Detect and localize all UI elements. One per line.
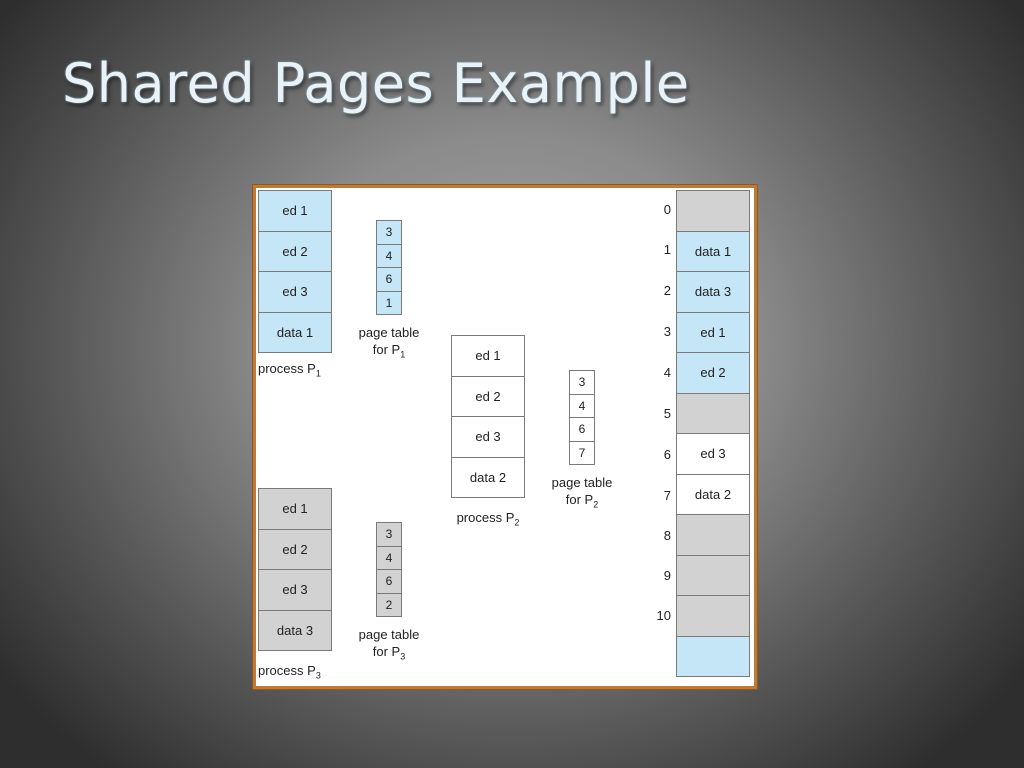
slide-title: Shared Pages Example bbox=[62, 52, 690, 115]
frame-number-5: 5 bbox=[663, 406, 671, 421]
process-p1-pages: ed 1 ed 2 ed 3 data 1 bbox=[258, 190, 332, 353]
memory-frame-4: ed 2 bbox=[676, 352, 750, 394]
pt2-entry-2: 6 bbox=[569, 417, 595, 442]
page-table-p1-label: page table for P1 bbox=[358, 325, 420, 360]
memory-frame-9 bbox=[676, 554, 750, 596]
frame-number-0: 0 bbox=[663, 202, 671, 217]
memory-frame-10 bbox=[676, 595, 750, 637]
memory-frame-2: data 3 bbox=[676, 271, 750, 313]
p2-page-0: ed 1 bbox=[451, 335, 525, 377]
frame-number-10: 10 bbox=[656, 608, 671, 623]
pt3-entry-3: 2 bbox=[376, 592, 402, 617]
pt1-entry-3: 1 bbox=[376, 290, 402, 315]
frame-number-3: 3 bbox=[663, 324, 671, 339]
memory-frame-8 bbox=[676, 514, 750, 556]
pt1-entry-1: 4 bbox=[376, 243, 402, 268]
p2-page-3: data 2 bbox=[451, 456, 525, 498]
p2-page-1: ed 2 bbox=[451, 375, 525, 417]
memory-frame-1: data 1 bbox=[676, 230, 750, 272]
page-table-p2: 3 4 6 7 bbox=[569, 370, 595, 465]
process-p2-pages: ed 1 ed 2 ed 3 data 2 bbox=[451, 335, 525, 498]
pt2-entry-0: 3 bbox=[569, 370, 595, 395]
pt3-entry-0: 3 bbox=[376, 522, 402, 547]
frame-number-1: 1 bbox=[663, 242, 671, 257]
process-p3-pages: ed 1 ed 2 ed 3 data 3 bbox=[258, 488, 332, 651]
page-table-p3: 3 4 6 2 bbox=[376, 522, 402, 617]
page-table-p3-label: page table for P3 bbox=[358, 627, 420, 662]
physical-memory: data 1 data 3 ed 1 ed 2 ed 3 data 2 bbox=[676, 190, 750, 677]
p2-page-2: ed 3 bbox=[451, 416, 525, 458]
frame-number-2: 2 bbox=[663, 283, 671, 298]
pt3-entry-2: 6 bbox=[376, 569, 402, 594]
frame-number-8: 8 bbox=[663, 528, 671, 543]
pt1-entry-2: 6 bbox=[376, 267, 402, 292]
process-p1-label: process P1 bbox=[258, 361, 321, 379]
p1-page-2: ed 3 bbox=[258, 271, 332, 313]
pt2-entry-3: 7 bbox=[569, 440, 595, 465]
pt3-entry-1: 4 bbox=[376, 545, 402, 570]
memory-frame-5 bbox=[676, 392, 750, 434]
p1-page-1: ed 2 bbox=[258, 230, 332, 272]
memory-frame-7: data 2 bbox=[676, 473, 750, 515]
frame-number-7: 7 bbox=[663, 488, 671, 503]
shared-pages-diagram: ed 1 ed 2 ed 3 data 1 process P1 3 4 6 1… bbox=[253, 185, 757, 689]
p3-page-0: ed 1 bbox=[258, 488, 332, 530]
pt1-entry-0: 3 bbox=[376, 220, 402, 245]
page-table-p2-label: page table for P2 bbox=[551, 475, 613, 510]
memory-frame-3: ed 1 bbox=[676, 311, 750, 353]
page-table-p1: 3 4 6 1 bbox=[376, 220, 402, 315]
frame-number-9: 9 bbox=[663, 568, 671, 583]
pt2-entry-1: 4 bbox=[569, 393, 595, 418]
frame-number-4: 4 bbox=[663, 365, 671, 380]
memory-frame-0 bbox=[676, 190, 750, 232]
process-p3-label: process P3 bbox=[258, 663, 321, 681]
p3-page-3: data 3 bbox=[258, 609, 332, 651]
p3-page-1: ed 2 bbox=[258, 528, 332, 570]
p3-page-2: ed 3 bbox=[258, 569, 332, 611]
p1-page-3: data 1 bbox=[258, 311, 332, 353]
memory-frame-6: ed 3 bbox=[676, 433, 750, 475]
frame-number-6: 6 bbox=[663, 447, 671, 462]
process-p2-label: process P2 bbox=[456, 510, 520, 528]
memory-frame-11 bbox=[676, 635, 750, 677]
p1-page-0: ed 1 bbox=[258, 190, 332, 232]
